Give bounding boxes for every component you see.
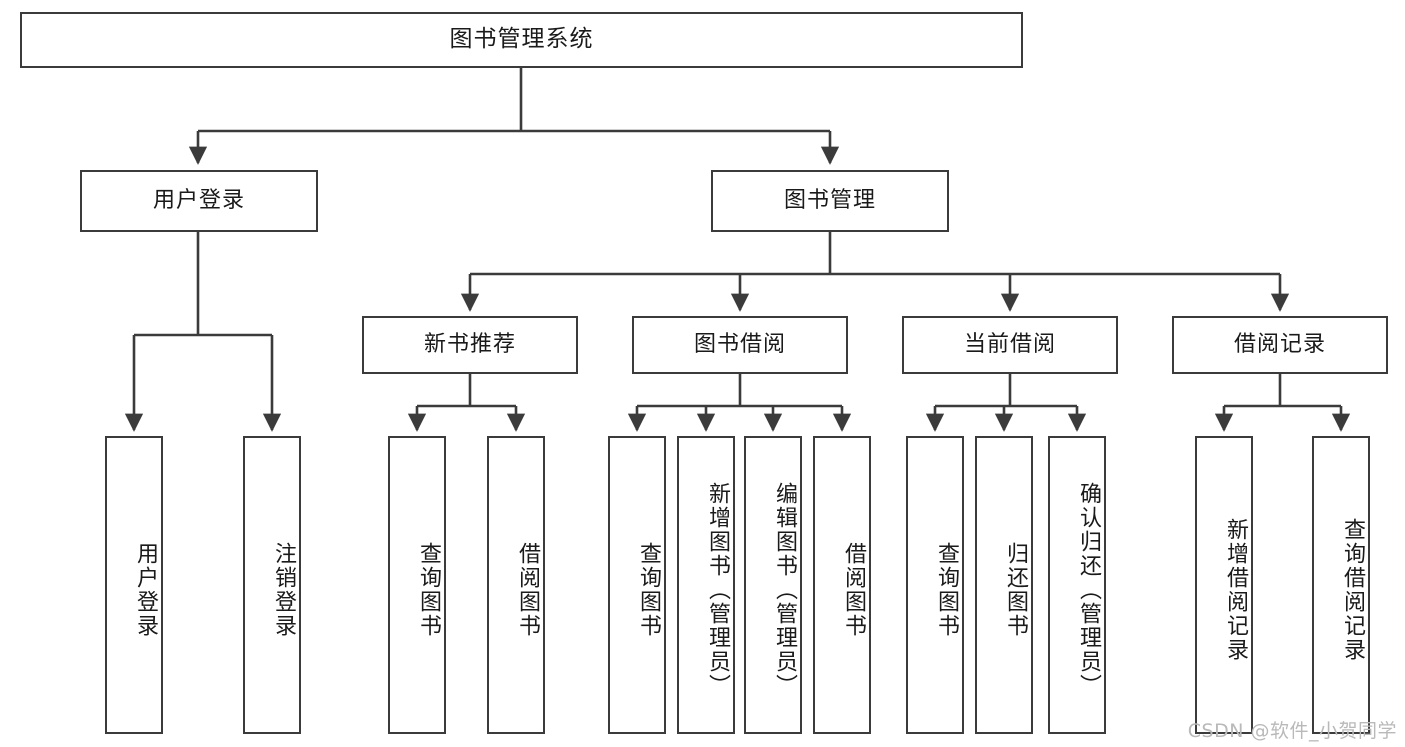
node-label: 新增图书（管理员）	[705, 482, 730, 698]
leaf-borrow-record-add[interactable]: 新增借阅记录	[1195, 436, 1253, 734]
node-label: 新书推荐	[423, 331, 516, 357]
node-label: 查询图书	[416, 542, 441, 638]
leaf-borrow-record-query[interactable]: 查询借阅记录	[1312, 436, 1370, 734]
node-label: 新增借阅记录	[1223, 518, 1248, 662]
leaf-new-book-query[interactable]: 查询图书	[388, 436, 446, 734]
node-label: 确认归还（管理员）	[1076, 482, 1101, 698]
node-label: 注销登录	[271, 542, 296, 638]
node-label: 图书管理系统	[449, 26, 594, 53]
node-borrow-record[interactable]: 借阅记录	[1172, 316, 1388, 374]
leaf-current-borrow-return[interactable]: 归还图书	[975, 436, 1033, 734]
node-label: 查询借阅记录	[1340, 518, 1365, 662]
node-label: 当前借阅	[963, 331, 1056, 357]
leaf-book-borrow-borrow[interactable]: 借阅图书	[813, 436, 871, 734]
node-label: 借阅图书	[515, 542, 540, 638]
node-label: 用户登录	[133, 542, 158, 638]
node-label: 编辑图书（管理员）	[772, 482, 797, 698]
node-label: 用户登录	[152, 187, 245, 213]
leaf-new-book-borrow[interactable]: 借阅图书	[487, 436, 545, 734]
node-label: 图书借阅	[693, 331, 786, 357]
node-user-login[interactable]: 用户登录	[80, 170, 318, 232]
watermark: CSDN @软件_小贺同学	[1187, 720, 1397, 742]
leaf-current-borrow-confirm[interactable]: 确认归还（管理员）	[1048, 436, 1106, 734]
leaf-book-borrow-add[interactable]: 新增图书（管理员）	[677, 436, 735, 734]
node-book-management[interactable]: 图书管理	[711, 170, 949, 232]
node-label: 查询图书	[636, 542, 661, 638]
leaf-user-login-login[interactable]: 用户登录	[105, 436, 163, 734]
node-current-borrow[interactable]: 当前借阅	[902, 316, 1118, 374]
node-book-borrow[interactable]: 图书借阅	[632, 316, 848, 374]
node-label: 图书管理	[783, 187, 876, 213]
node-label: 借阅图书	[841, 542, 866, 638]
node-label: 借阅记录	[1233, 331, 1326, 357]
node-label: 查询图书	[934, 542, 959, 638]
leaf-current-borrow-query[interactable]: 查询图书	[906, 436, 964, 734]
node-root-system[interactable]: 图书管理系统	[20, 12, 1023, 68]
node-new-book-recommend[interactable]: 新书推荐	[362, 316, 578, 374]
leaf-user-login-logout[interactable]: 注销登录	[243, 436, 301, 734]
leaf-book-borrow-edit[interactable]: 编辑图书（管理员）	[744, 436, 802, 734]
node-label: 归还图书	[1003, 542, 1028, 638]
leaf-book-borrow-query[interactable]: 查询图书	[608, 436, 666, 734]
